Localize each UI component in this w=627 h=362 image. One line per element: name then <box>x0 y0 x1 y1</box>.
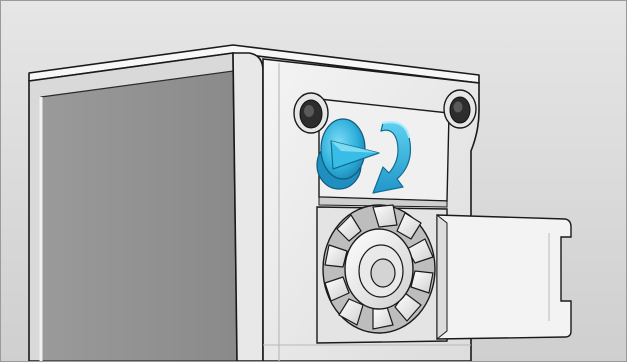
slide-out-bracket <box>437 215 571 339</box>
gear-knob-icon <box>323 205 435 333</box>
screw-icon <box>444 90 476 128</box>
appliance-side-panel <box>29 53 237 361</box>
